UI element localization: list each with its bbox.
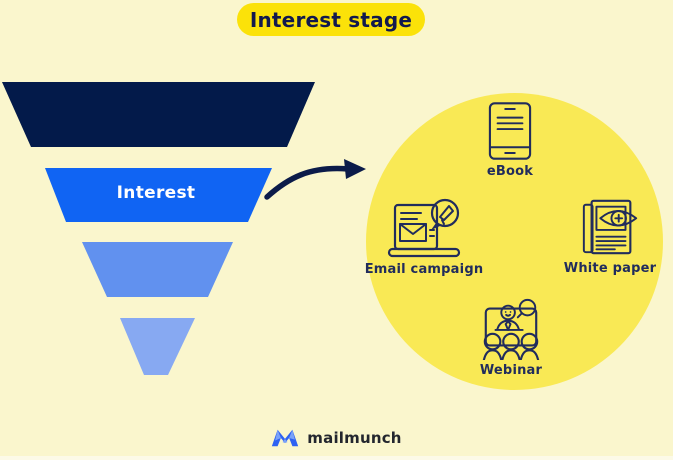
laptop-announcement-icon: [387, 198, 461, 258]
presenter-audience-icon: [482, 298, 540, 360]
title-badge: Interest stage: [237, 3, 425, 36]
funnel-stage-2-interest: [45, 168, 272, 222]
funnel-stage-3: [82, 242, 233, 297]
tactic-webinar: Webinar: [446, 296, 576, 378]
brand-footer: mailmunch: [0, 424, 673, 452]
tactic-label-white-paper: White paper: [563, 261, 657, 276]
bottom-strip: [0, 456, 673, 460]
funnel-stage-1: [2, 82, 315, 147]
funnel-interest-label: Interest: [116, 183, 196, 203]
funnel-stage-4: [120, 318, 195, 375]
page-title: Interest stage: [249, 7, 413, 32]
document-eye-icon: [582, 199, 638, 255]
brand-name: mailmunch: [307, 429, 402, 447]
mailmunch-logo-icon: [272, 429, 299, 447]
tactic-label-webinar: Webinar: [479, 363, 543, 378]
tactic-ebook: eBook: [445, 101, 575, 179]
tactic-label-email-campaign: Email campaign: [364, 262, 484, 277]
tactic-email-campaign: Email campaign: [354, 197, 494, 277]
tablet-icon: [488, 102, 532, 160]
tactic-white-paper: White paper: [545, 196, 673, 276]
curved-arrow-shaft: [264, 165, 351, 200]
tactic-label-ebook: eBook: [486, 164, 534, 179]
curved-arrow-head: [344, 159, 366, 179]
